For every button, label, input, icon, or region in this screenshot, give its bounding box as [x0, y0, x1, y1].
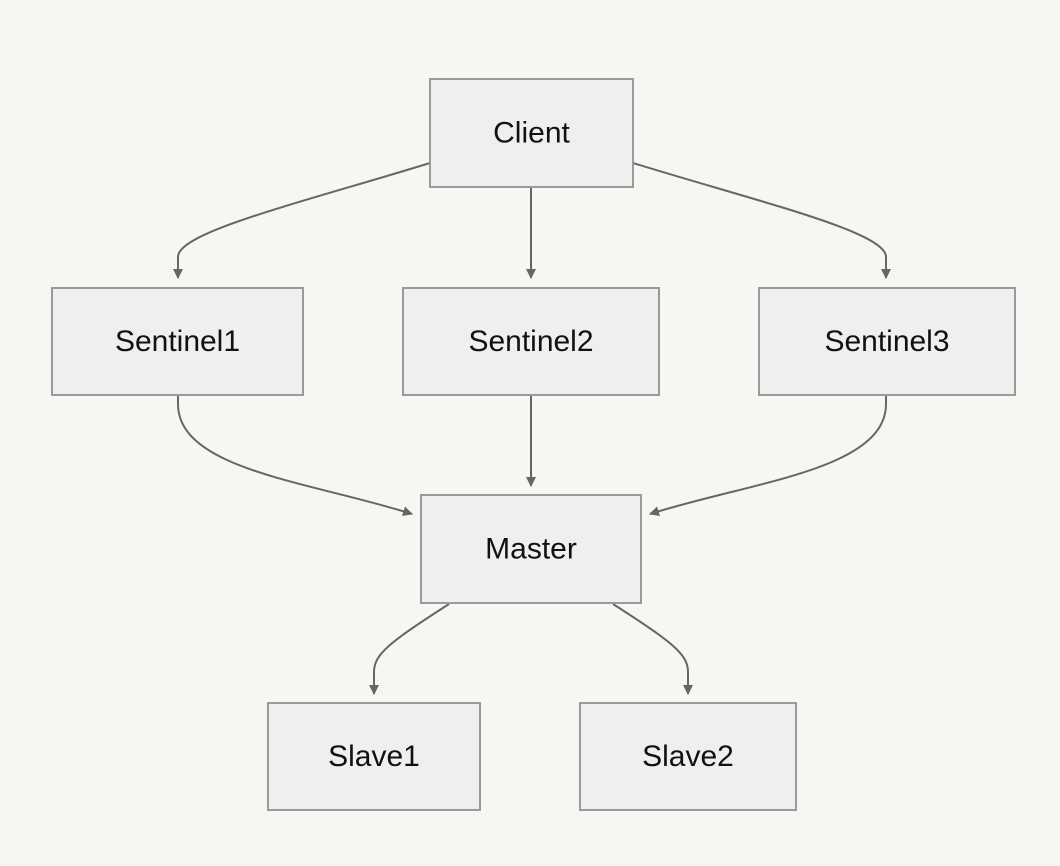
edge-master-slave2 [612, 603, 693, 695]
edge-sentinel3-master [649, 396, 887, 517]
node-sentinel3-label: Sentinel3 [824, 325, 949, 358]
node-master-label: Master [485, 533, 577, 566]
node-sentinel2: Sentinel2 [402, 287, 660, 396]
node-slave2-label: Slave2 [642, 740, 734, 773]
node-slave1: Slave1 [267, 702, 481, 811]
node-sentinel2-label: Sentinel2 [468, 325, 593, 358]
edges [173, 162, 891, 695]
node-sentinel1-box [51, 287, 304, 396]
edge-master-slave1 [369, 603, 450, 695]
node-slave2-box [579, 702, 797, 811]
node-sentinel1-label: Sentinel1 [115, 325, 240, 358]
node-sentinel3-box [758, 287, 1016, 396]
edge-client-sentinel1 [173, 162, 431, 279]
node-client-label: Client [493, 117, 570, 150]
node-master: Master [420, 494, 642, 604]
node-slave1-label: Slave1 [328, 740, 420, 773]
node-sentinel2-box [402, 287, 660, 396]
node-sentinel1: Sentinel1 [51, 287, 304, 396]
node-slave2: Slave2 [579, 702, 797, 811]
edge-client-sentinel3 [632, 162, 891, 279]
node-master-box [420, 494, 642, 604]
node-sentinel3: Sentinel3 [758, 287, 1016, 396]
node-slave1-box [267, 702, 481, 811]
edge-sentinel1-master [177, 396, 413, 517]
node-client-box [429, 78, 634, 188]
node-client: Client [429, 78, 634, 188]
